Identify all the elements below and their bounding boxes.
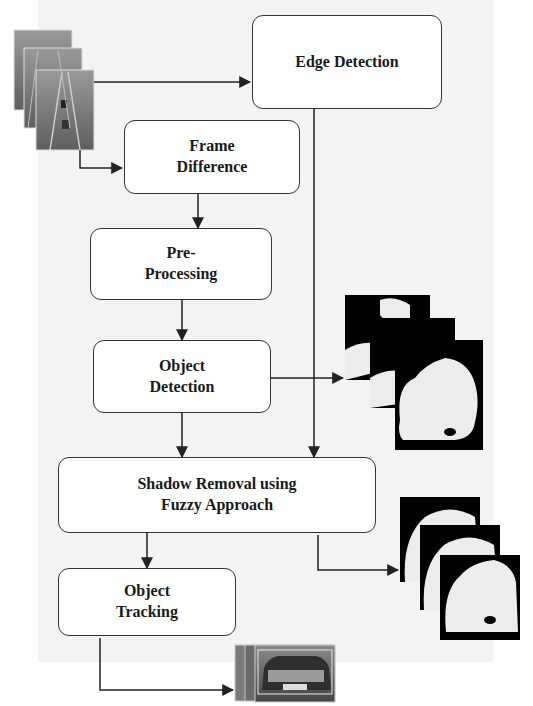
flow-arrow — [181, 300, 183, 340]
input-arrow — [80, 150, 122, 168]
output-arrow — [271, 377, 343, 379]
process-box: Pre- Processing — [90, 228, 272, 300]
flow-arrow — [181, 413, 183, 457]
process-box: Edge Detection — [252, 15, 442, 109]
flow-arrow — [197, 194, 199, 228]
process-box: Object Detection — [93, 340, 271, 413]
output-arrow — [318, 535, 398, 570]
process-box: Shadow Removal using Fuzzy Approach — [58, 457, 376, 533]
output-arrow — [100, 638, 233, 690]
box-label: Edge Detection — [295, 52, 399, 73]
box-label: Shadow Removal using Fuzzy Approach — [117, 474, 317, 516]
tracking-frames — [235, 645, 335, 702]
process-box: Object Tracking — [58, 568, 236, 636]
box-label: Object Detection — [137, 356, 227, 398]
box-label: Frame Difference — [157, 136, 267, 178]
input-frames — [14, 30, 94, 150]
process-box: Frame Difference — [124, 120, 300, 194]
box-label: Object Tracking — [107, 581, 187, 623]
flow-arrow — [146, 533, 148, 568]
box-label: Pre- Processing — [131, 243, 231, 285]
flow-arrow — [313, 109, 315, 457]
input-arrow — [94, 81, 250, 83]
shadow-free-masks — [400, 497, 520, 640]
detection-masks — [345, 295, 483, 450]
